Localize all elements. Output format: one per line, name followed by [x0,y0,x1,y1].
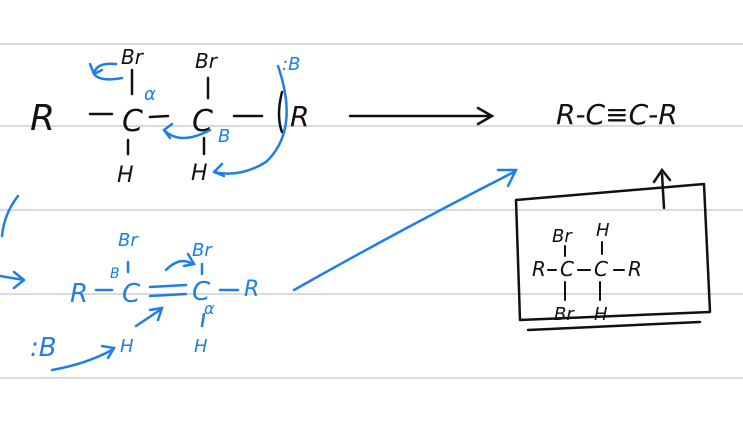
bottom-bonds-arrows [50,252,240,372]
bottom-br1: Br [118,230,139,251]
bottom-long-arrow [292,168,519,292]
box-br-top: Br [552,226,573,247]
bottom-b-label: B [110,266,120,282]
bottom-base: :B [30,333,57,363]
top-r-right: R [290,100,309,133]
bottom-r-left: R [70,279,88,309]
top-c1: C [122,104,143,139]
top-mechanism: R C C Br Br H H R [30,45,309,188]
bottom-h2: H [194,336,208,357]
reaction-arrow [348,106,495,126]
box-br-bottom: Br [554,304,575,325]
top-h2: H [191,161,208,186]
top-alpha: α [144,84,156,105]
bottom-mechanism: R B C C Br Br α R H H :B [0,168,519,372]
top-br2: Br [195,49,219,73]
top-bonds [88,68,284,156]
bottom-c2: C [192,277,211,307]
top-b-small: B [218,126,230,147]
product-alkyne: R-C≡C-R [556,98,678,131]
box-c1: C [560,257,574,281]
intermediate-box: Br H R C C R Br H [514,182,712,332]
box-h-top: H [596,220,610,241]
top-blue-arrows [88,62,288,178]
box-r-left: R [532,257,546,281]
top-h1: H [117,163,134,188]
box-h-bottom: H [594,304,608,325]
box-r-right: R [628,257,642,281]
top-br1: Br [121,45,145,69]
box-bonds [547,241,625,301]
bottom-c1: C [122,279,141,309]
bottom-alpha: α [204,299,215,318]
bottom-br2: Br [192,240,213,261]
bottom-h1: H [120,336,134,357]
box-up-arrow [652,167,672,210]
top-base: :B [282,54,300,75]
bottom-r-right: R [244,277,259,302]
top-r-left: R [30,98,55,139]
box-c2: C [594,257,608,281]
ruled-lines [0,43,743,379]
